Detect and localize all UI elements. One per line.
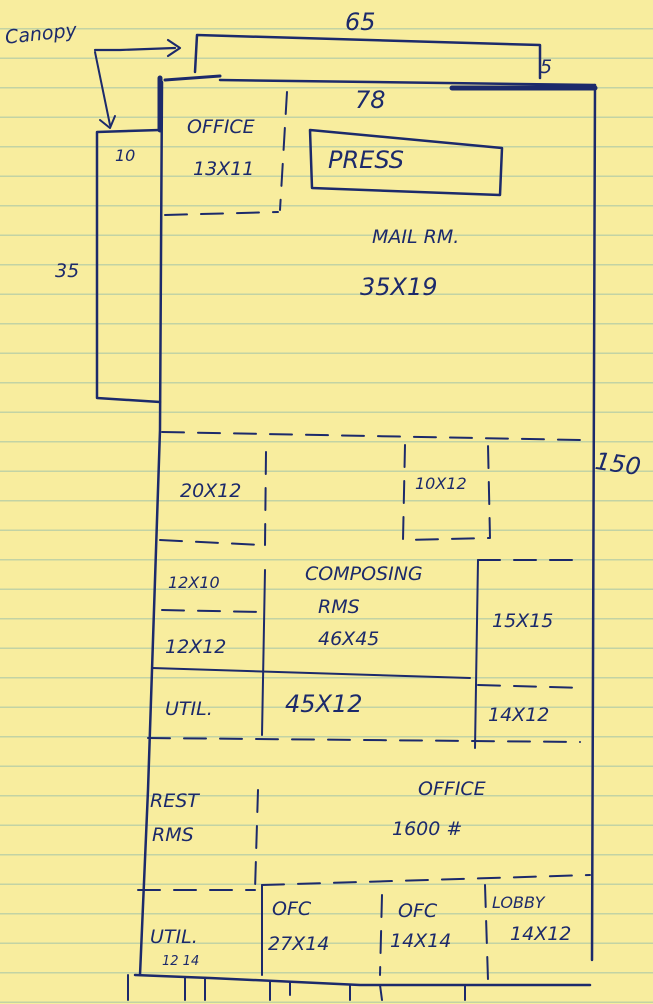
dim-right-top: 5 bbox=[540, 56, 553, 78]
canopy-leader bbox=[94, 51, 111, 126]
rest-room-right bbox=[254, 789, 259, 891]
util-bottom-label: UTIL. bbox=[150, 926, 198, 948]
lobby-left bbox=[484, 884, 489, 981]
dim-right-side: 150 bbox=[593, 446, 643, 482]
bottom-wall bbox=[133, 973, 592, 987]
canopy-arrow-line bbox=[93, 46, 177, 52]
canopy-arrow-head bbox=[166, 38, 182, 58]
room-15x15-left bbox=[474, 559, 479, 749]
room-12x10-bottom bbox=[161, 609, 263, 613]
dim-left-ten: 10 bbox=[115, 146, 136, 165]
press-label: PRESS bbox=[328, 146, 404, 174]
room-12x10-label: 12X10 bbox=[168, 573, 220, 592]
room-10x12-label: 10X12 bbox=[415, 474, 467, 493]
left-wall bbox=[138, 80, 164, 977]
room-20x12-bottom bbox=[159, 539, 263, 546]
dim-top-inner: 78 bbox=[355, 86, 386, 114]
room-15x15-bottom bbox=[477, 684, 586, 689]
room-20x12-right bbox=[264, 451, 267, 546]
row-divider-2 bbox=[147, 737, 581, 743]
ofc-mid-name: OFC bbox=[398, 900, 438, 922]
office-top-right bbox=[279, 91, 288, 211]
press-box bbox=[308, 128, 504, 197]
room-12x12-label: 12X12 bbox=[165, 636, 227, 658]
util-bottom-dim: 12 14 bbox=[162, 954, 200, 969]
lobby-name: LOBBY bbox=[492, 893, 545, 912]
mail-room-name: MAIL RM. bbox=[372, 226, 460, 248]
lobby-size: 14X12 bbox=[510, 923, 572, 945]
canopy-box bbox=[95, 128, 162, 404]
mail-room-bottom bbox=[161, 431, 581, 441]
room-14x12-label: 14X12 bbox=[488, 704, 550, 726]
room-10x12-box bbox=[402, 444, 491, 541]
office-top-size: 13X11 bbox=[193, 158, 255, 180]
dim-top: 65 bbox=[345, 8, 376, 36]
office-top-bottom bbox=[164, 211, 279, 216]
composing-size: 46X45 bbox=[318, 628, 380, 650]
room-15x15-label: 15X15 bbox=[492, 610, 554, 632]
left-column-right bbox=[261, 569, 266, 736]
door-ticks bbox=[127, 974, 466, 1001]
office-top-name: OFFICE bbox=[187, 116, 255, 138]
bottom-ofc-mid bbox=[379, 894, 383, 976]
top-wall bbox=[218, 78, 597, 87]
bottom-row-top bbox=[261, 874, 591, 886]
office-big-name: OFFICE bbox=[418, 778, 486, 800]
composing-line1: COMPOSING bbox=[305, 563, 423, 585]
room-45x12-label: 45X12 bbox=[285, 690, 363, 718]
dim-left-side: 35 bbox=[55, 260, 80, 282]
util-mid-label: UTIL. bbox=[165, 698, 213, 720]
composing-line2: RMS bbox=[318, 596, 360, 618]
ofc-left-size: 27X14 bbox=[268, 933, 330, 955]
ofc-mid-size: 14X14 bbox=[390, 930, 452, 952]
room-20x12-label: 20X12 bbox=[180, 480, 242, 502]
row-divider-1 bbox=[151, 667, 471, 679]
overhang-outline bbox=[193, 33, 542, 80]
top-wall-left bbox=[163, 74, 222, 82]
mail-room-size: 35X19 bbox=[360, 273, 438, 301]
rest-line2: RMS bbox=[152, 824, 194, 846]
right-wall bbox=[590, 83, 597, 962]
canopy-leader-head bbox=[99, 115, 116, 129]
ofc-left-name: OFC bbox=[272, 898, 312, 920]
rest-line1: REST bbox=[150, 790, 199, 812]
office-big-size: 1600 # bbox=[392, 818, 463, 840]
